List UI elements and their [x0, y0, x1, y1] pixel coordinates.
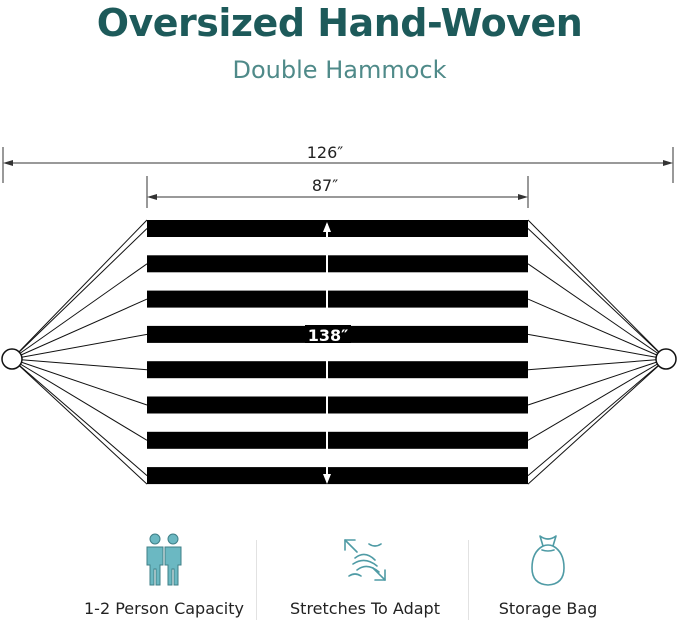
stripe-1 — [147, 220, 528, 237]
suspension-strings — [11, 219, 667, 485]
page-title: Oversized Hand-Woven — [96, 1, 583, 45]
right-string-3 — [527, 298, 667, 360]
feature-storage: Storage Bag — [468, 530, 628, 622]
bed-length-label: 138″ — [308, 326, 349, 345]
total-length-dimension: 126″ — [2, 143, 674, 183]
left-string-5 — [11, 358, 148, 371]
page-subtitle: Double Hammock — [232, 56, 447, 84]
right-string-7 — [527, 358, 667, 441]
right-string-2 — [527, 263, 667, 360]
right-ring — [655, 348, 677, 370]
feature-stretch: Stretches To Adapt — [285, 530, 445, 622]
feature-storage-label: Storage Bag — [498, 599, 598, 618]
stretch-arrows-icon — [344, 539, 386, 581]
right-string-1 — [527, 228, 667, 360]
left-corner-string-2 — [11, 358, 148, 485]
left-string-3 — [11, 298, 148, 360]
right-string-8 — [527, 358, 667, 476]
feature-stretch-label: Stretches To Adapt — [290, 599, 440, 618]
right-corner-string-2 — [527, 358, 667, 485]
left-string-4 — [11, 333, 148, 360]
feature-capacity-label: 1-2 Person Capacity — [84, 599, 244, 618]
left-corner-string-1 — [11, 219, 148, 360]
stripe-6 — [147, 396, 528, 414]
feature-capacity: 1-2 Person Capacity — [84, 530, 244, 622]
bed-width-label: 87″ — [312, 176, 338, 195]
left-string-6 — [11, 358, 148, 406]
left-string-8 — [11, 358, 148, 476]
right-string-6 — [527, 358, 667, 406]
left-string-1 — [11, 228, 148, 360]
stripe-7 — [147, 431, 528, 449]
stripe-5 — [147, 361, 528, 379]
left-string-7 — [11, 358, 148, 441]
stripe-8 — [147, 467, 528, 485]
total-length-label: 126″ — [307, 143, 344, 162]
stripe-2 — [147, 255, 528, 273]
right-string-5 — [527, 358, 667, 371]
right-corner-string-1 — [527, 219, 667, 360]
two-people-icon — [146, 533, 182, 586]
left-ring — [1, 348, 23, 370]
feature-divider-1 — [256, 540, 257, 620]
bed-width-dimension: 87″ — [146, 176, 529, 208]
hammock-diagram: 126″ 87″ 138″ — [1, 143, 677, 485]
bed-length-dimension: 138″ — [305, 222, 351, 484]
hammock-bed-stripes — [147, 220, 528, 485]
right-string-4 — [527, 333, 667, 360]
left-string-2 — [11, 263, 148, 360]
feature-divider-2 — [468, 540, 469, 620]
stripe-3 — [147, 290, 528, 308]
storage-bag-icon — [531, 535, 565, 586]
